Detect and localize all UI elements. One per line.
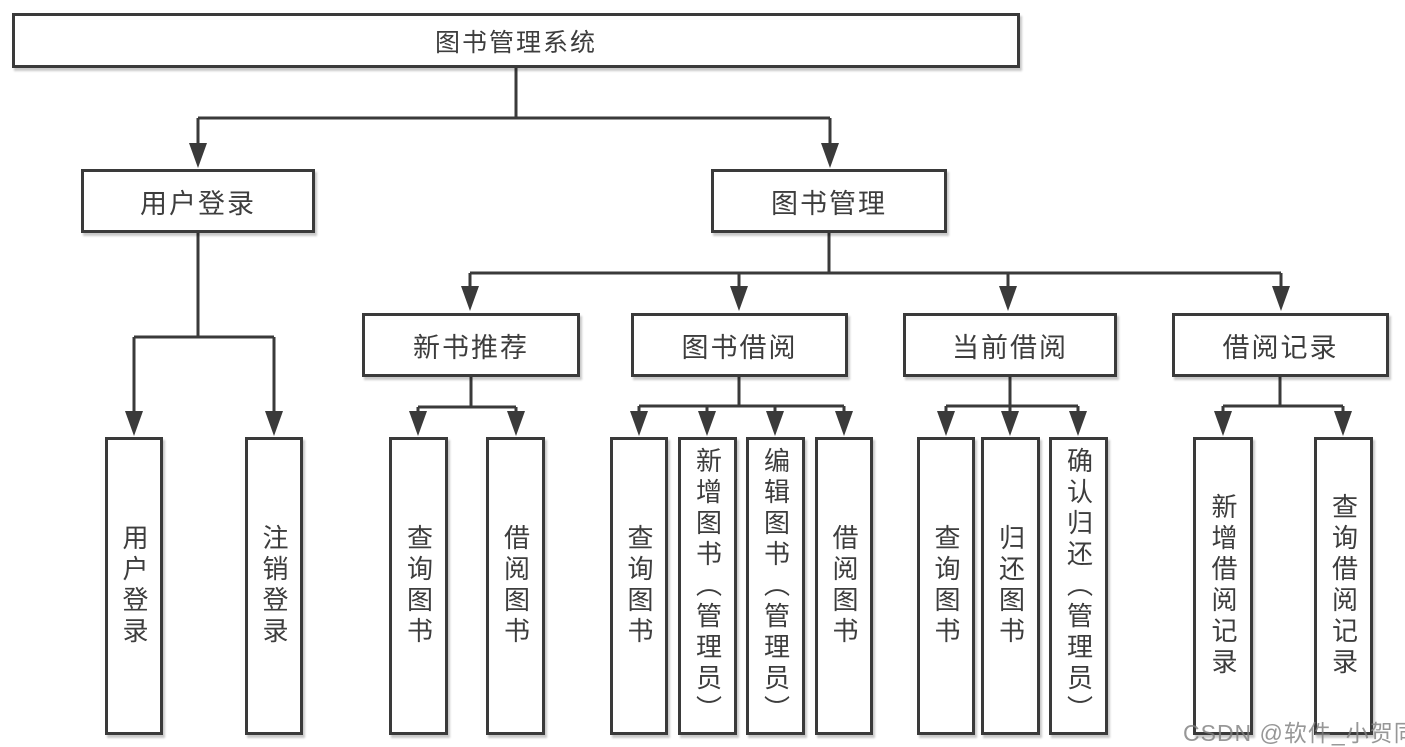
connector-paths	[132, 68, 1345, 413]
leaf-recommend-query-books-label: 查询图书	[403, 524, 434, 648]
leaf-current-confirm-return-admin-label: 确认归还（管理员）	[1063, 446, 1094, 726]
node-book-management: 图书管理	[711, 169, 947, 233]
node-book-borrow: 图书借阅	[631, 313, 848, 377]
leaf-recommend-borrow-books: 借阅图书	[486, 437, 545, 735]
leaf-borrow-add-books-admin: 新增图书（管理员）	[678, 437, 737, 735]
leaf-record-query-borrow-record-label: 查询借阅记录	[1328, 493, 1359, 679]
node-current-borrow: 当前借阅	[903, 313, 1117, 377]
leaf-record-add-borrow-record: 新增借阅记录	[1193, 437, 1253, 735]
leaf-borrow-borrow-books-label: 借阅图书	[829, 524, 859, 648]
leaf-borrow-borrow-books: 借阅图书	[815, 437, 873, 735]
leaf-borrow-edit-books-admin-label: 编辑图书（管理员）	[760, 446, 791, 726]
node-book-borrow-label: 图书借阅	[681, 332, 798, 363]
leaf-borrow-add-books-admin-label: 新增图书（管理员）	[692, 446, 723, 726]
leaf-recommend-query-books: 查询图书	[389, 437, 448, 735]
node-user-login-label: 用户登录	[140, 188, 256, 219]
leaf-user-login-label: 用户登录	[119, 524, 149, 648]
node-new-book-recommend-label: 新书推荐	[413, 332, 529, 363]
leaf-borrow-query-books-label: 查询图书	[624, 524, 654, 648]
leaf-current-query-books: 查询图书	[917, 437, 975, 735]
leaf-logout-label: 注销登录	[259, 524, 289, 648]
leaf-current-query-books-label: 查询图书	[931, 524, 961, 648]
leaf-logout: 注销登录	[245, 437, 303, 735]
leaf-recommend-borrow-books-label: 借阅图书	[500, 524, 531, 648]
leaf-record-add-borrow-record-label: 新增借阅记录	[1208, 493, 1238, 679]
leaf-borrow-edit-books-admin: 编辑图书（管理员）	[746, 437, 805, 735]
node-user-login: 用户登录	[81, 169, 315, 233]
node-borrow-record-label: 借阅记录	[1222, 332, 1339, 363]
leaf-record-query-borrow-record: 查询借阅记录	[1314, 437, 1373, 735]
leaf-user-login: 用户登录	[105, 437, 163, 735]
node-root-system: 图书管理系统	[12, 13, 1020, 68]
node-borrow-record: 借阅记录	[1172, 313, 1389, 377]
node-book-management-label: 图书管理	[771, 188, 887, 219]
node-current-borrow-label: 当前借阅	[952, 332, 1068, 363]
node-root-system-label: 图书管理系统	[434, 28, 597, 57]
leaf-current-return-books: 归还图书	[981, 437, 1040, 735]
leaf-current-confirm-return-admin: 确认归还（管理员）	[1049, 437, 1108, 735]
leaf-borrow-query-books: 查询图书	[610, 437, 668, 735]
arrowheads	[125, 143, 1352, 436]
leaf-current-return-books-label: 归还图书	[995, 524, 1026, 648]
csdn-watermark: CSDN @软件_小贺同学	[1183, 720, 1405, 746]
node-new-book-recommend: 新书推荐	[362, 313, 580, 377]
